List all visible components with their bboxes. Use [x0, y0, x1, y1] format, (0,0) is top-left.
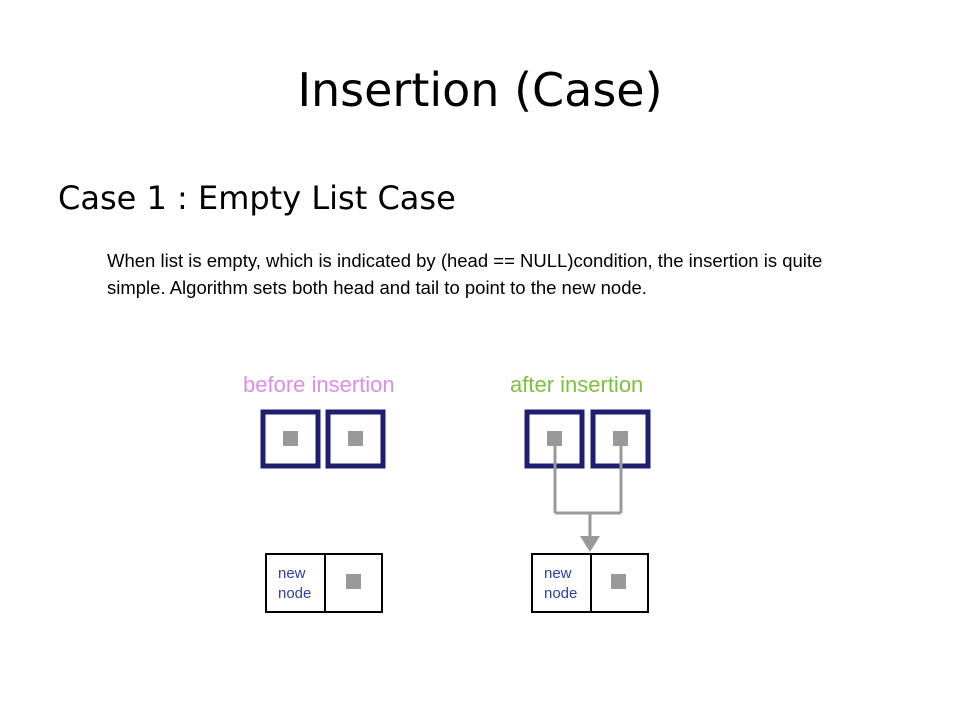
- before-new-node: new node: [265, 553, 383, 613]
- new-node-label-line1: new: [544, 565, 572, 582]
- arrow-head-icon: [580, 536, 600, 552]
- slide-title: Insertion (Case): [297, 63, 663, 117]
- pointer-arrows: [553, 446, 623, 538]
- before-head-pointer: [260, 409, 321, 469]
- before-tail-pointer: [325, 409, 386, 469]
- after-insertion-label: after insertion: [510, 372, 643, 397]
- new-node-label-line1: new: [278, 565, 306, 582]
- new-node-label-line2: node: [544, 585, 577, 602]
- before-insertion-label: before insertion: [243, 372, 395, 397]
- new-node-label-line2: node: [278, 585, 311, 602]
- case-heading: Case 1 : Empty List Case: [58, 179, 456, 217]
- description-text: When list is empty, which is indicated b…: [107, 250, 823, 298]
- after-new-node: new node: [531, 553, 649, 613]
